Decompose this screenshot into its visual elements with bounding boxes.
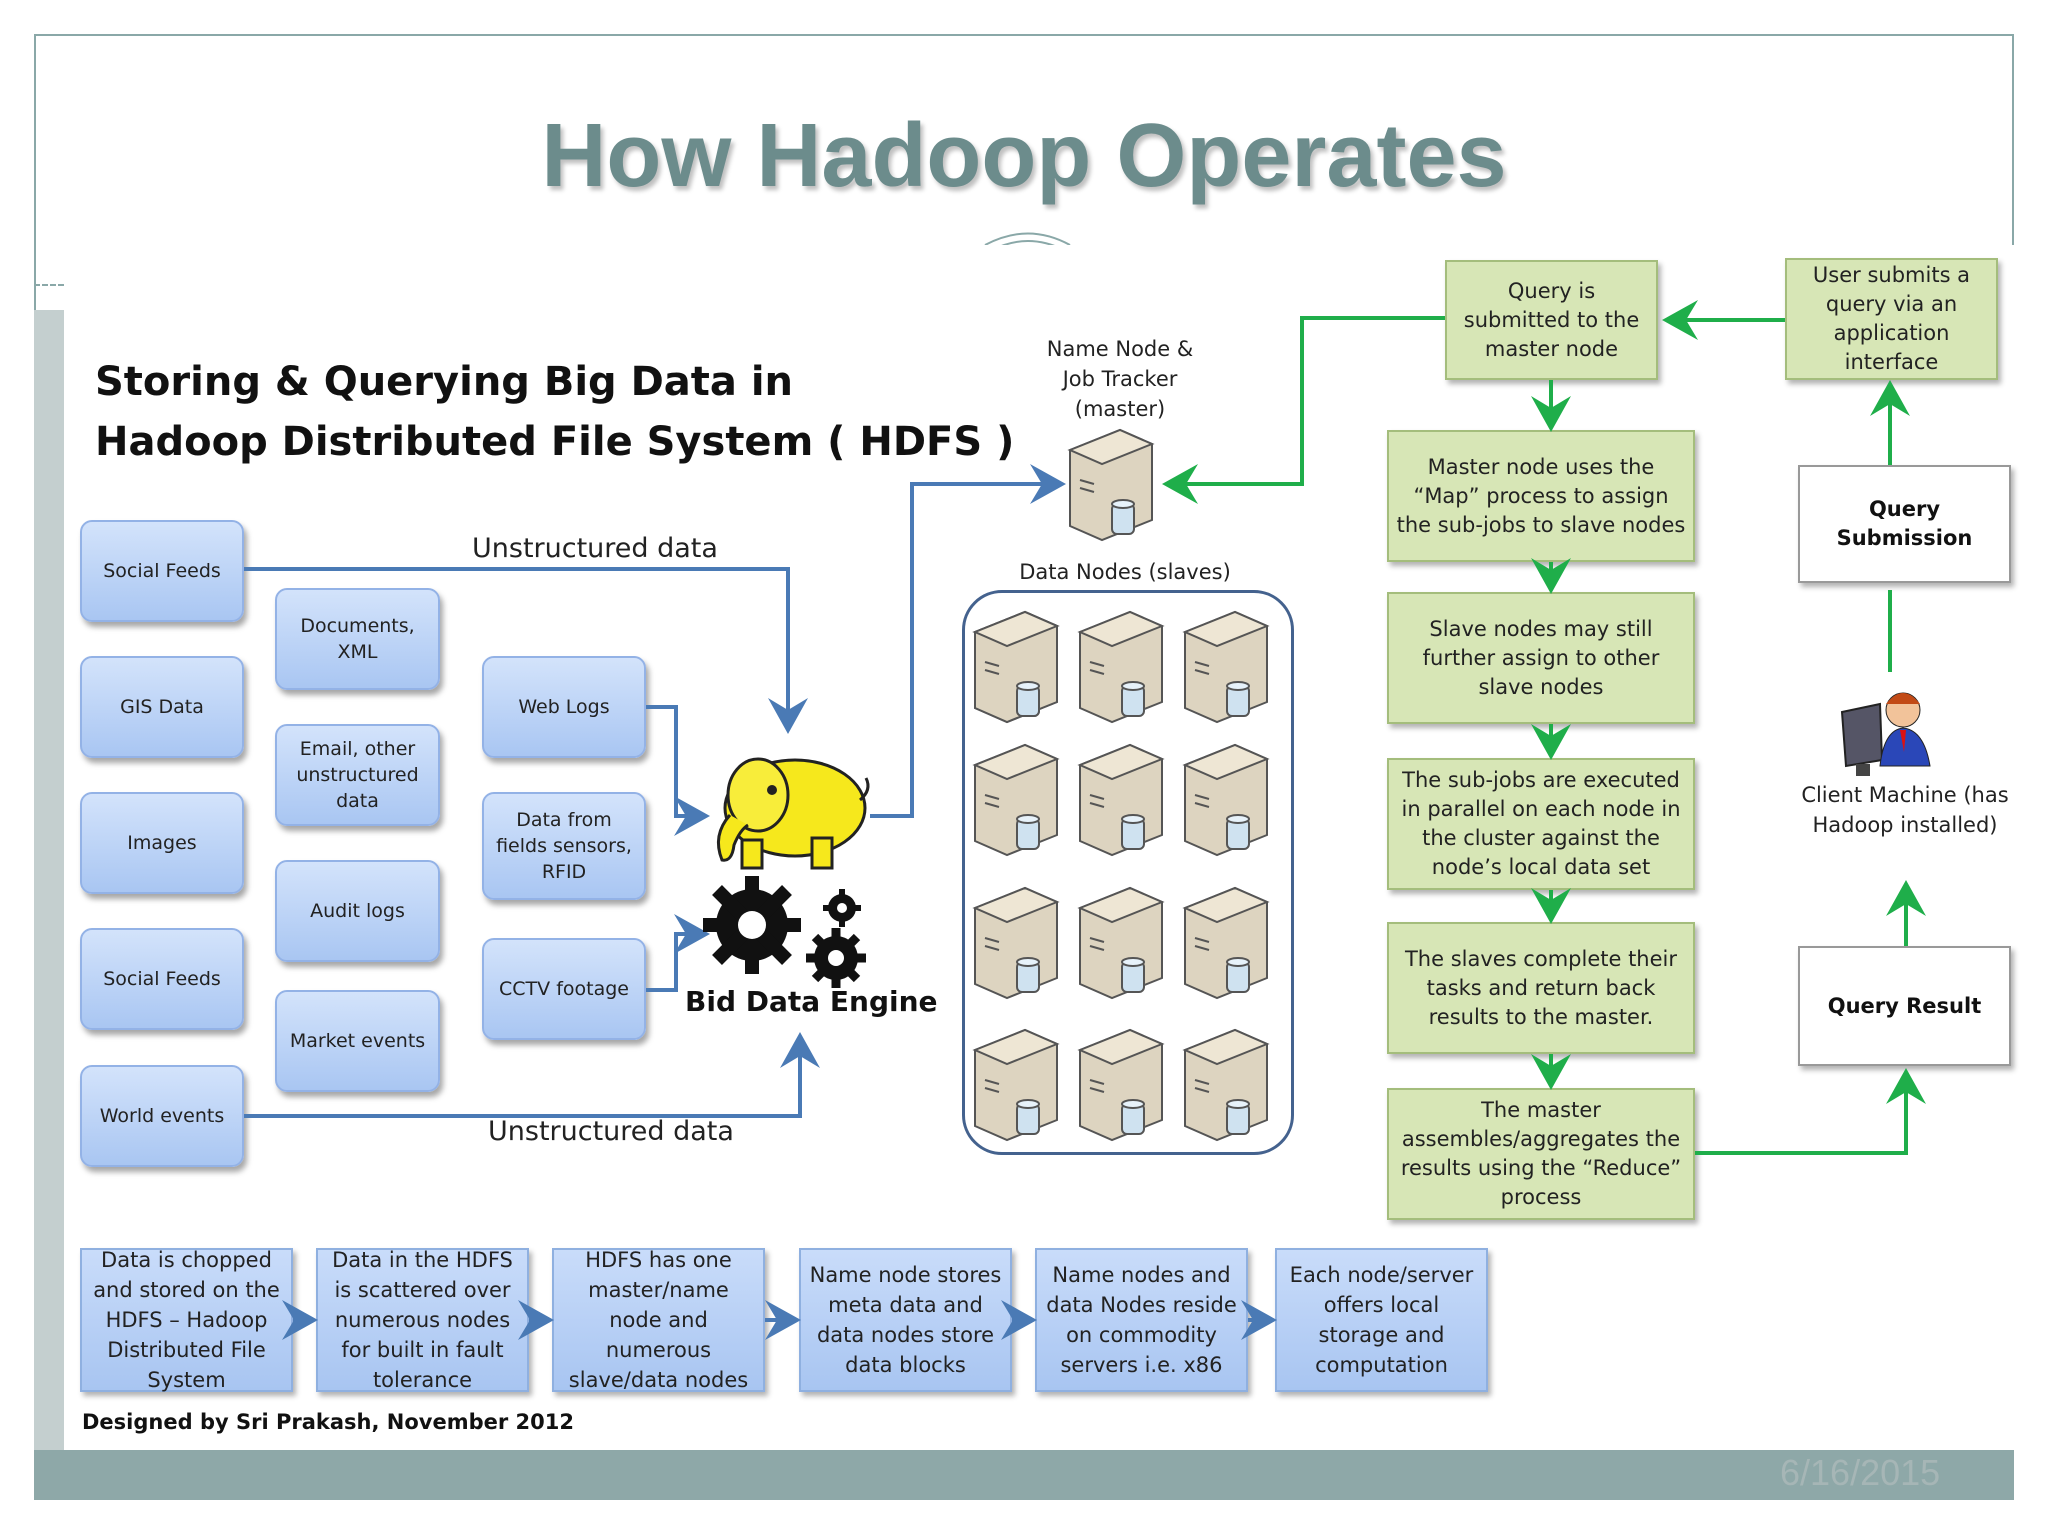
source-email: Email, other unstructured data bbox=[275, 724, 440, 826]
data-node-icon bbox=[1079, 1029, 1163, 1141]
slide-date: 6/16/2015 bbox=[1780, 1452, 1941, 1493]
unstructured-label-bottom: Unstructured data bbox=[488, 1116, 734, 1147]
designer-credit: Designed by Sri Prakash, November 2012 bbox=[82, 1410, 574, 1434]
data-node-icon bbox=[1184, 1029, 1268, 1141]
step-slaves-return: The slaves complete their tasks and retu… bbox=[1387, 922, 1695, 1054]
name-node-label: Name Node & Job Tracker (master) bbox=[1046, 337, 1194, 421]
engine-label: Bid Data Engine bbox=[685, 985, 938, 1018]
slide-bottom-bar bbox=[34, 1450, 2014, 1500]
step-map-process: Master node uses the “Map” process to as… bbox=[1387, 430, 1695, 562]
flow-box-6: Each node/server offers local storage an… bbox=[1275, 1248, 1488, 1392]
query-result-box: Query Result bbox=[1798, 946, 2011, 1066]
data-node-icon bbox=[974, 1029, 1058, 1141]
user-submits-box: User submits a query via an application … bbox=[1785, 258, 1998, 380]
green-arrows bbox=[1162, 300, 1926, 1155]
source-cctv: CCTV footage bbox=[482, 938, 646, 1040]
slide-title: How Hadoop Operates bbox=[541, 106, 1507, 206]
data-nodes-label: Data Nodes (slaves) bbox=[1019, 560, 1231, 584]
arrow-world-to-engine bbox=[244, 1032, 820, 1118]
client-machine-label: Client Machine (has Hadoop installed) bbox=[1801, 783, 2009, 837]
arrow-cctv-to-engine bbox=[646, 914, 710, 992]
data-node-icon bbox=[1184, 611, 1268, 723]
source-social-feeds: Social Feeds bbox=[80, 520, 244, 622]
name-node-server-icon bbox=[1067, 428, 1155, 542]
unstructured-label-top: Unstructured data bbox=[472, 533, 718, 564]
diagram-subtitle: Storing & Querying Big Data in Hadoop Di… bbox=[95, 359, 1015, 465]
data-node-icon bbox=[1184, 887, 1268, 999]
data-node-icon bbox=[1079, 744, 1163, 856]
source-audit-logs: Audit logs bbox=[275, 860, 440, 962]
arrow-reduce-to-result bbox=[1695, 1068, 1926, 1155]
source-social-feeds-2: Social Feeds bbox=[80, 928, 244, 1030]
step-reduce: The master assembles/aggregates the resu… bbox=[1387, 1088, 1695, 1220]
data-node-icon bbox=[1079, 887, 1163, 999]
flow-box-2: Data in the HDFS is scattered over numer… bbox=[316, 1248, 529, 1392]
data-node-cluster bbox=[962, 590, 1294, 1155]
data-node-icon bbox=[1184, 744, 1268, 856]
step-query-submitted: Query is submitted to the master node bbox=[1445, 260, 1658, 380]
step-parallel-execution: The sub-jobs are executed in parallel on… bbox=[1387, 758, 1695, 890]
arrow-query-to-namenode bbox=[1162, 316, 1445, 504]
arrow-social-to-engine bbox=[244, 567, 808, 734]
client-machine-icon bbox=[1840, 692, 1931, 776]
step-slave-assign: Slave nodes may still further assign to … bbox=[1387, 592, 1695, 724]
source-documents-xml: Documents, XML bbox=[275, 588, 440, 690]
source-gis-data: GIS Data bbox=[80, 656, 244, 758]
data-node-icon bbox=[974, 744, 1058, 856]
flow-box-5: Name nodes and data Nodes reside on comm… bbox=[1035, 1248, 1248, 1392]
frame-dash bbox=[34, 284, 64, 286]
blue-arrows bbox=[244, 464, 1277, 1340]
query-submission-box: Query Submission bbox=[1798, 465, 2011, 583]
gears-icon bbox=[703, 876, 866, 988]
source-web-logs: Web Logs bbox=[482, 656, 646, 758]
flow-box-4: Name node stores meta data and data node… bbox=[799, 1248, 1012, 1392]
hadoop-elephant-icon bbox=[716, 757, 870, 870]
arrow-engine-to-namenode bbox=[870, 464, 1066, 818]
data-node-icon bbox=[974, 887, 1058, 999]
flow-box-1: Data is chopped and stored on the HDFS –… bbox=[80, 1248, 293, 1392]
data-node-icon bbox=[1079, 611, 1163, 723]
source-world-events: World events bbox=[80, 1065, 244, 1167]
source-images: Images bbox=[80, 792, 244, 894]
slide-left-bar bbox=[34, 310, 64, 1450]
data-node-icon bbox=[974, 611, 1058, 723]
source-market-events: Market events bbox=[275, 990, 440, 1092]
arrow-weblogs-to-engine bbox=[646, 705, 710, 836]
source-sensors-rfid: Data from fields sensors, RFID bbox=[482, 792, 646, 900]
